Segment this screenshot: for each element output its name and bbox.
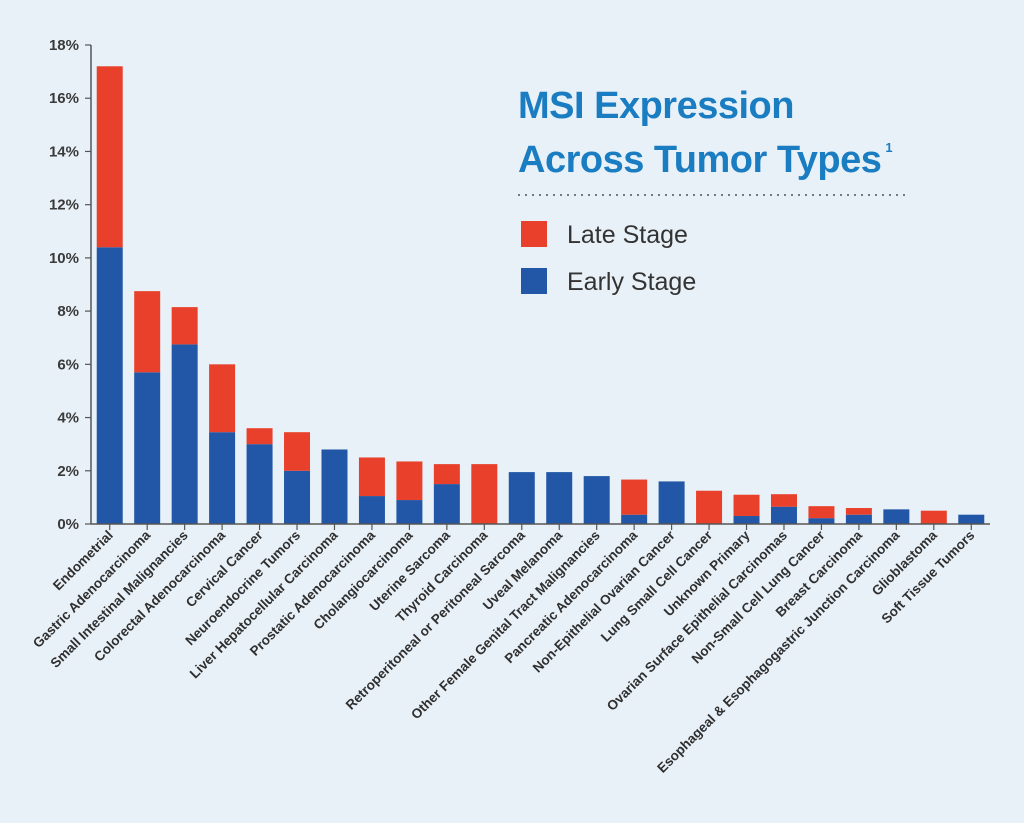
y-tick-label-2: 4%	[57, 410, 79, 427]
y-tick-label-5: 10%	[49, 250, 79, 267]
bar-late-3	[209, 364, 236, 433]
axes-layer: 0% 2% 4% 6% 8% 10% 12% 14% 16% 18%	[49, 37, 990, 533]
legend-swatch-late	[521, 221, 547, 247]
bar-early-13	[583, 476, 610, 524]
bar-late-20	[845, 508, 872, 515]
bar-late-0	[96, 66, 123, 248]
bar-early-8	[396, 500, 423, 524]
bars-layer	[96, 66, 985, 525]
y-tick-label-4: 8%	[57, 303, 79, 320]
chart-title-line2: Across Tumor Types 1	[518, 139, 892, 181]
bar-early-2	[171, 344, 198, 525]
bar-late-1	[134, 291, 161, 373]
bar-early-9	[433, 484, 460, 524]
y-tick-label-6: 12%	[49, 197, 79, 214]
bar-late-9	[433, 464, 460, 485]
bar-early-3	[209, 432, 236, 524]
bar-late-22	[920, 510, 947, 524]
bar-early-0	[96, 247, 123, 525]
y-tick-label-1: 2%	[57, 463, 79, 480]
bar-early-14	[621, 514, 648, 524]
bar-early-4	[246, 444, 273, 524]
bar-early-23	[958, 514, 985, 524]
bar-early-12	[546, 472, 573, 524]
bar-late-7	[358, 457, 385, 497]
bar-late-19	[808, 506, 835, 519]
bar-early-18	[770, 506, 797, 524]
bar-early-19	[808, 518, 835, 524]
legend-label-late: Late Stage	[567, 221, 688, 249]
chart-title-line1: MSI Expression	[518, 85, 794, 127]
category-label-22: Glioblastoma	[869, 527, 940, 598]
bar-late-16	[696, 490, 723, 524]
bar-early-17	[733, 516, 760, 524]
bar-early-11	[508, 472, 535, 524]
legend-swatch-early	[521, 268, 547, 294]
category-label-2: Small Intestinal Malignancies	[48, 528, 191, 671]
bar-late-14	[621, 479, 648, 515]
bar-late-10	[471, 464, 498, 525]
bar-late-17	[733, 494, 760, 517]
y-tick-label-0: 0%	[57, 516, 79, 533]
bar-early-7	[358, 496, 385, 524]
bar-early-1	[134, 372, 161, 524]
y-tick-label-3: 6%	[57, 356, 79, 373]
y-tick-label-8: 16%	[49, 90, 79, 107]
bar-early-20	[845, 514, 872, 524]
y-tick-label-9: 18%	[49, 37, 79, 54]
chart-title-line2-text: Across Tumor Types	[518, 139, 881, 181]
bar-early-5	[284, 470, 311, 524]
bar-late-4	[246, 428, 273, 445]
bar-late-2	[171, 307, 198, 345]
bar-early-6	[321, 449, 348, 524]
bar-late-8	[396, 461, 423, 501]
bar-early-21	[883, 509, 910, 524]
bar-late-18	[770, 494, 797, 507]
category-label-21: Esophageal & Esophagogastric Junction Ca…	[654, 527, 903, 776]
bar-late-5	[284, 432, 311, 471]
y-tick-label-7: 14%	[49, 143, 79, 160]
legend-label-early: Early Stage	[567, 268, 696, 296]
chart-title-superscript: 1	[885, 140, 892, 155]
bar-early-15	[658, 481, 685, 524]
